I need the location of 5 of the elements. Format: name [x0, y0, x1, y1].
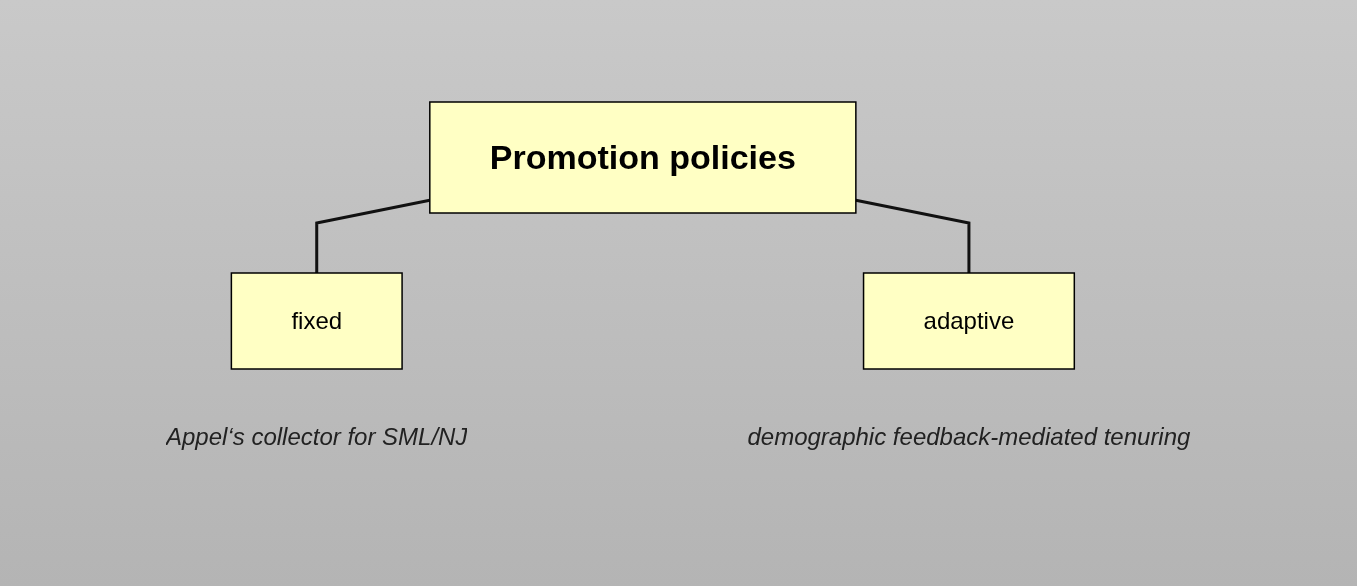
node-box: fixed	[230, 271, 404, 370]
connector	[315, 198, 431, 273]
node-label: demographic feedback-mediated tenuring	[747, 422, 1191, 450]
node-box: adaptive	[863, 271, 1076, 370]
node-box: Promotion policies	[429, 100, 857, 214]
